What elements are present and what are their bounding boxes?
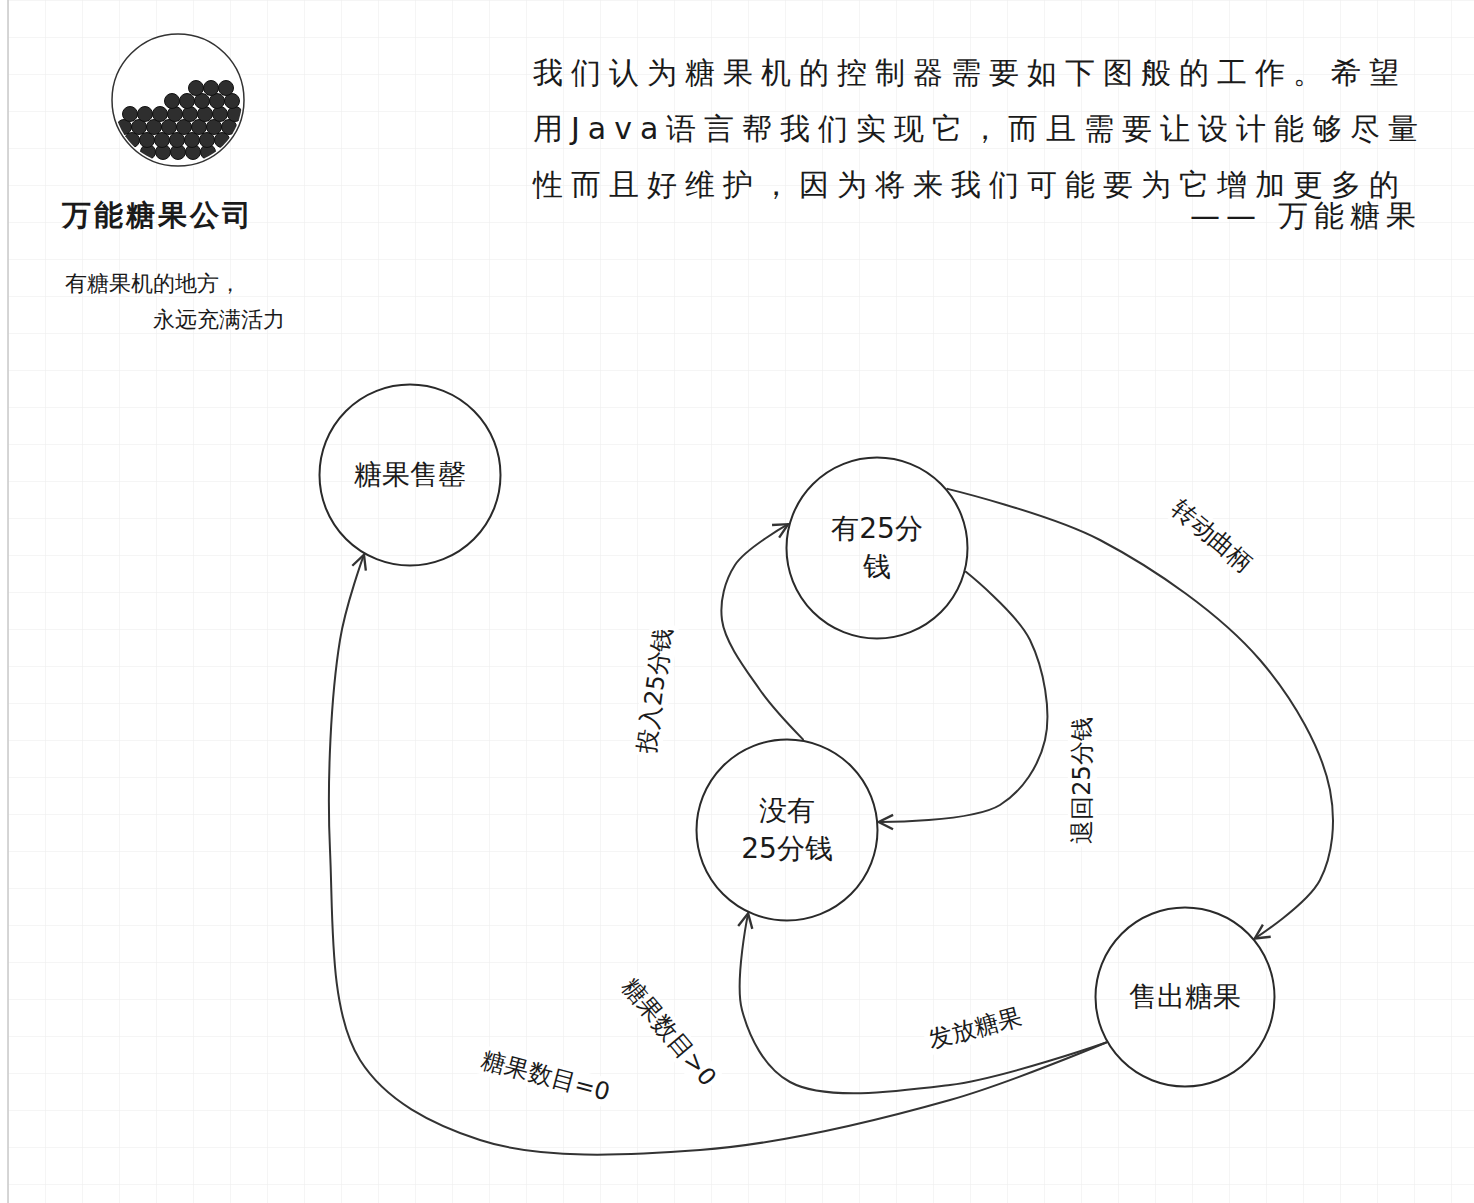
- state-circle-outline: [1096, 908, 1275, 1087]
- transition-label: 糖果数目=0: [475, 1044, 615, 1107]
- state-name: 售出糖果: [1129, 978, 1241, 1016]
- text-line: 永远充满活力: [153, 302, 285, 338]
- transition-arrow: [740, 913, 1107, 1093]
- state-name: 糖果售罄: [354, 456, 466, 494]
- gumball: [168, 107, 183, 122]
- gumballs: [117, 81, 243, 160]
- transition-arrow: [721, 524, 803, 739]
- gumball: [189, 81, 204, 96]
- gumball: [180, 94, 195, 109]
- gumball: [165, 94, 180, 109]
- text-line: 有糖果机的地方，: [65, 266, 285, 302]
- state-circle-outline: [320, 385, 501, 566]
- text-line: 没有: [741, 792, 833, 830]
- note-text: 发放糖果: [922, 1001, 1028, 1055]
- transition-label: 投入25分钱: [631, 622, 678, 757]
- state-outline: [695, 738, 879, 922]
- gumball: [123, 107, 138, 122]
- state-circle: 有25分 钱: [785, 456, 969, 640]
- note-text: —— 万能糖果: [1190, 198, 1422, 234]
- gumball: [138, 107, 153, 122]
- state-name: 没有 25分钱: [741, 792, 833, 868]
- state-name: 有25分 钱: [831, 510, 923, 586]
- gumball: [219, 81, 234, 96]
- transition-arrow: [947, 489, 1333, 939]
- text-line: 售出糖果: [1129, 978, 1241, 1016]
- state-circle: 没有 25分钱: [695, 738, 879, 922]
- state-circle-outline: [697, 740, 878, 921]
- note-text: 有糖果机的地方， 永远充满活力: [65, 266, 285, 338]
- gumball: [153, 107, 168, 122]
- note-text: 我们认为糖果机的控制器需要如下图般的工作。希望 用Java语言帮我们实现它，而且…: [533, 45, 1426, 213]
- text-line: 糖果售罄: [354, 456, 466, 494]
- text-line: 钱: [831, 548, 923, 586]
- gumball: [228, 107, 243, 122]
- gumball: [204, 81, 219, 96]
- transition-arrow: [329, 555, 1106, 1155]
- text-line: 有25分: [831, 510, 923, 548]
- transition-arrow: [879, 572, 1048, 822]
- gumball: [183, 107, 198, 122]
- transition-label: 退回25分钱: [1067, 714, 1096, 847]
- transition-label: 糖果数目>0: [613, 970, 723, 1094]
- text-line: 25分钱: [741, 830, 833, 868]
- note-text: 万能糖果公司: [62, 198, 254, 233]
- transition-label: 转动曲柄: [1164, 492, 1261, 580]
- state-circle: 糖果售罄: [318, 383, 502, 567]
- gumball: [198, 107, 213, 122]
- text-line: 用Java语言帮我们实现它，而且需要让设计能够尽量: [533, 101, 1426, 157]
- gumball: [213, 107, 228, 122]
- gumball-jar: [112, 34, 244, 166]
- grid-paper: [8, 0, 1474, 1203]
- page-edge: [7, 0, 9, 1203]
- text-line: 我们认为糖果机的控制器需要如下图般的工作。希望: [533, 45, 1426, 101]
- state-outline: [785, 456, 969, 640]
- state-circle-outline: [787, 458, 968, 639]
- state-circle: 售出糖果: [1094, 906, 1276, 1088]
